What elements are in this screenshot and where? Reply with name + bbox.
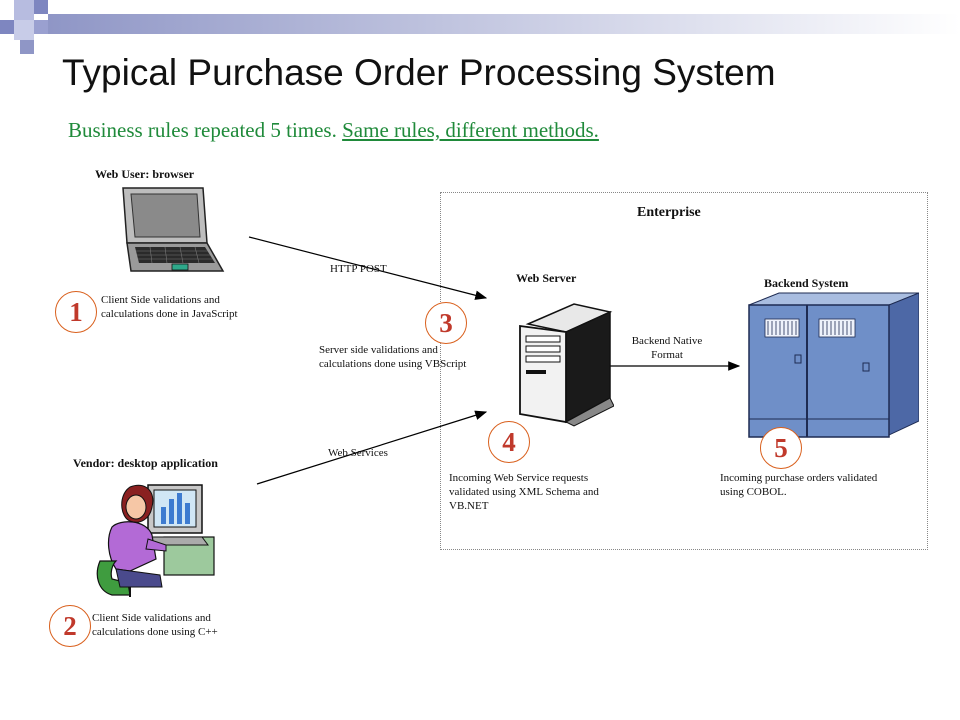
subtitle-part-2: Same rules, different methods. — [342, 118, 599, 142]
web-services-label: Web Services — [328, 447, 388, 459]
subtitle-part-1: Business rules repeated 5 times. — [68, 118, 343, 142]
vendor-label: Vendor: desktop application — [73, 456, 218, 470]
step-3-line-2: calculations done using VBScript — [319, 358, 467, 370]
step-4-line-3: VB.NET — [449, 500, 489, 512]
step-1-line-1: Client Side validations and — [101, 294, 220, 306]
step-4-line-2: validated using XML Schema and — [449, 486, 599, 498]
server-tower-icon — [519, 303, 614, 427]
step-4-description: Incoming Web Service requests validated … — [449, 471, 599, 513]
step-2-description: Client Side validations and calculations… — [92, 611, 218, 639]
mainframe-icon — [748, 292, 919, 438]
header-decoration — [0, 0, 960, 54]
step-5-description: Incoming purchase orders validated using… — [720, 471, 877, 499]
backend-native-format-label: Backend Native Format — [624, 334, 710, 362]
step-5-line-2: using COBOL. — [720, 486, 787, 498]
person-at-desktop-icon — [96, 484, 215, 597]
page-subtitle: Business rules repeated 5 times. Same ru… — [68, 118, 599, 143]
step-3-line-1: Server side validations and — [319, 344, 438, 356]
backend-system-label: Backend System — [764, 276, 849, 290]
step-2-badge: 2 — [49, 605, 91, 647]
http-post-arrow — [248, 236, 488, 300]
step-4-line-1: Incoming Web Service requests — [449, 472, 589, 484]
step-2-line-1: Client Side validations and — [92, 612, 211, 624]
step-5-line-1: Incoming purchase orders validated — [720, 472, 878, 484]
backend-native-line-2: Format — [651, 349, 683, 361]
enterprise-boundary — [440, 192, 928, 550]
backend-native-line-1: Backend Native — [631, 335, 703, 347]
step-3-badge: 3 — [425, 302, 467, 344]
step-3-description: Server side validations and calculations… — [319, 343, 466, 371]
step-1-badge: 1 — [55, 291, 97, 333]
step-1-line-2: calculations done in JavaScript — [101, 308, 238, 320]
web-server-label: Web Server — [516, 271, 577, 285]
laptop-icon — [122, 187, 225, 272]
step-1-description: Client Side validations and calculations… — [101, 293, 238, 321]
enterprise-label: Enterprise — [637, 205, 701, 220]
web-services-arrow — [256, 410, 488, 485]
step-5-badge: 5 — [760, 427, 802, 469]
step-2-line-2: calculations done using C++ — [92, 626, 218, 638]
http-post-label: HTTP POST — [330, 263, 387, 275]
step-4-badge: 4 — [488, 421, 530, 463]
page-title: Typical Purchase Order Processing System — [62, 52, 776, 93]
web-user-label: Web User: browser — [95, 167, 195, 181]
